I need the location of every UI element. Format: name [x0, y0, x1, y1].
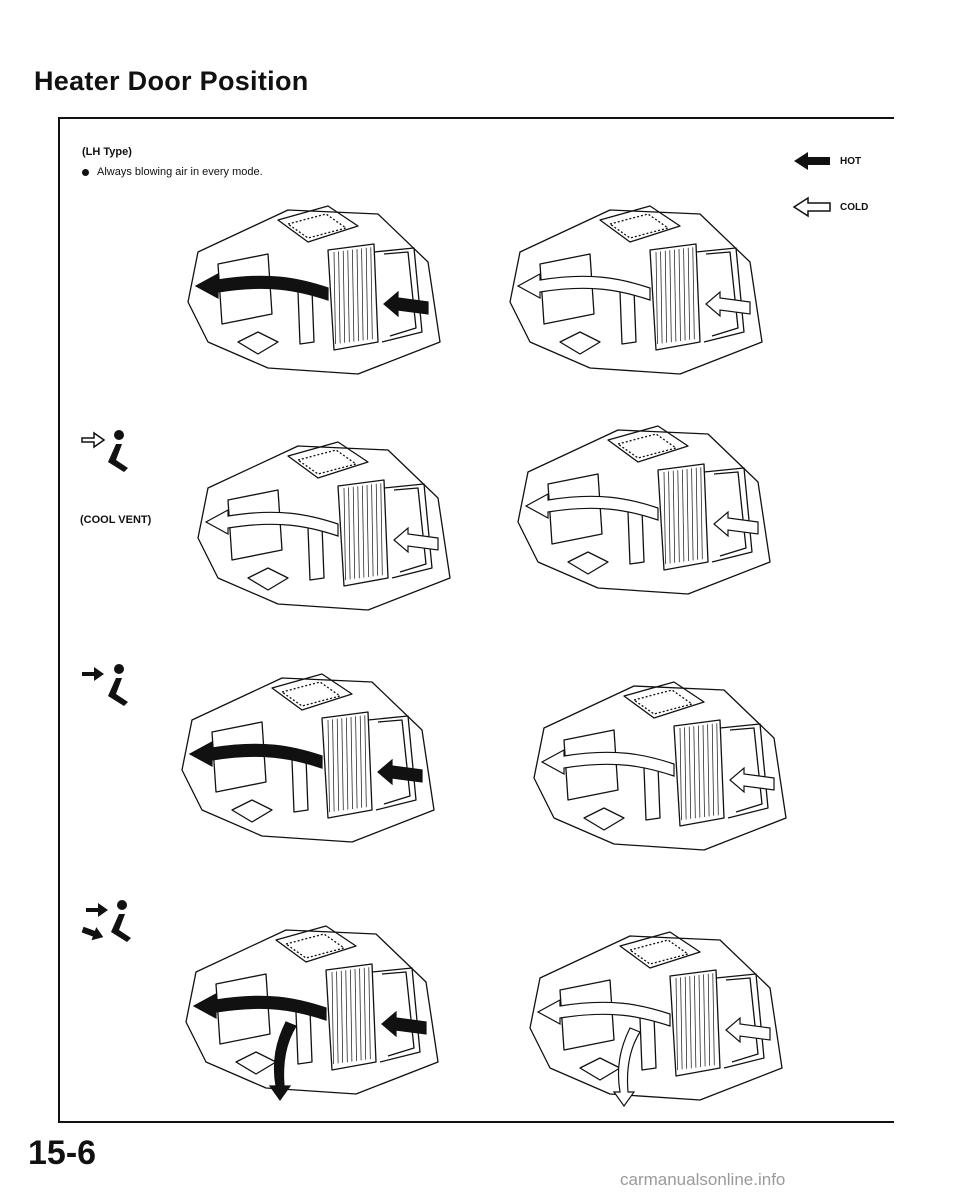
heater-unit-diagram: [197, 441, 451, 611]
legend-cold: COLD: [792, 196, 868, 218]
heater-unit-diagram: [533, 681, 787, 851]
legend-hot-label: HOT: [840, 155, 862, 167]
heater-unit-diagram: [187, 205, 441, 375]
outline-arrow-left-icon: [792, 196, 831, 218]
page-title: Heater Door Position: [34, 66, 309, 96]
vent-face-mode-icon: [81, 430, 128, 472]
bullet-icon: [82, 168, 89, 176]
content-frame: [58, 117, 894, 1123]
legend-cold-label: COLD: [840, 201, 869, 213]
note-text: Always blowing air in every mode.: [97, 166, 263, 178]
mode-label-cool-vent: (COOL VENT): [80, 514, 152, 526]
vent-face-mode-icon: [82, 664, 128, 706]
watermark: carmanualsonline.info: [620, 1170, 786, 1189]
heater-unit-diagram: [517, 425, 771, 595]
legend-hot: HOT: [792, 150, 861, 172]
heater-unit-diagram: [529, 931, 783, 1108]
heater-unit-diagram: [185, 925, 439, 1102]
type-label: (LH Type): [82, 146, 132, 158]
solid-arrow-left-icon: [794, 152, 830, 170]
heater-unit-diagram: [181, 673, 435, 843]
page-number: 15-6: [28, 1134, 97, 1172]
note: Always blowing air in every mode.: [82, 166, 263, 178]
bi-level-mode-icon: [81, 900, 131, 942]
heater-unit-diagram: [509, 205, 763, 375]
